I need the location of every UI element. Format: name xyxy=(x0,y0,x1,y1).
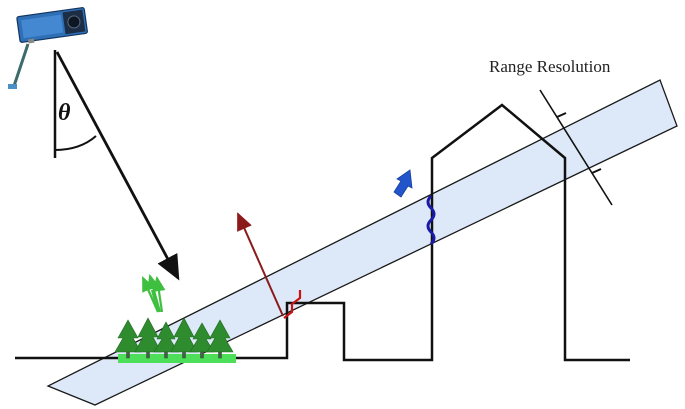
wall-scatter-wave xyxy=(426,194,436,246)
satellite-antenna-tip xyxy=(8,84,17,89)
incidence-angle-label: θ xyxy=(58,100,71,126)
wall-scatter-arrow xyxy=(393,169,413,198)
range-resolution-label: Range Resolution xyxy=(489,57,611,76)
satellite-antenna xyxy=(12,43,30,87)
double-bounce-path xyxy=(283,290,302,319)
double-bounce-arrow xyxy=(237,212,284,317)
conifer-tree-icon xyxy=(153,321,179,359)
ground-profile-line xyxy=(15,103,630,362)
range-resolution-line xyxy=(539,89,613,206)
conifer-tree-icon xyxy=(206,319,234,359)
conifer-tree-icon xyxy=(134,317,162,359)
radar-beam-band xyxy=(46,79,678,406)
conifer-tree-icon xyxy=(170,317,198,359)
incidence-ray-arrow xyxy=(55,51,180,281)
forest xyxy=(114,317,234,359)
satellite-icon xyxy=(16,7,88,44)
conifer-tree-icon xyxy=(189,322,215,359)
forest-ground-patch xyxy=(118,354,236,363)
angle-arc xyxy=(54,135,97,151)
range-resolution-tick-bottom xyxy=(591,168,602,174)
conifer-tree-icon xyxy=(114,319,142,359)
range-resolution-tick-top xyxy=(556,112,567,118)
volume-scatter-arrows xyxy=(141,273,166,313)
